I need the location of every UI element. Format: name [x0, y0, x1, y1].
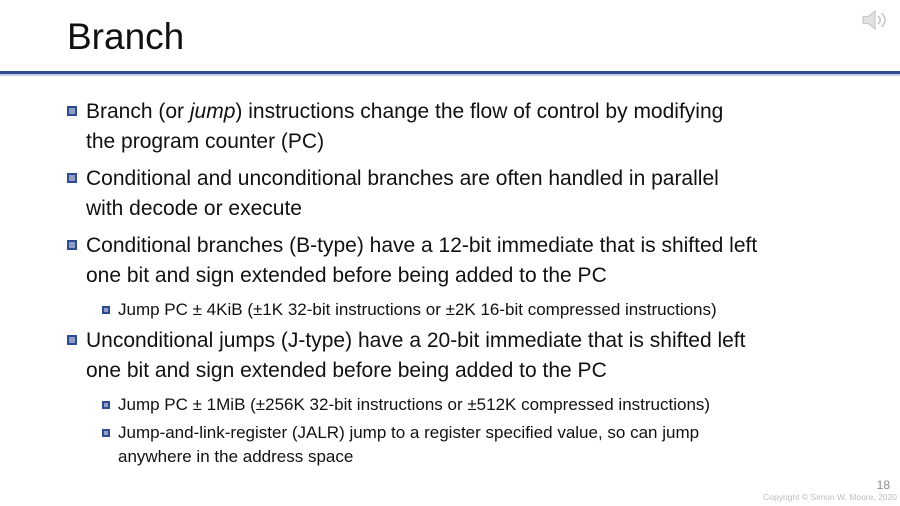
sub-bullet-item: Jump PC ± 1MiB (±256K 32-bit instruction…	[67, 393, 882, 417]
bullet-item: Conditional and unconditional branches a…	[67, 164, 882, 224]
text-line: Jump-and-link-register (JALR) jump to a …	[118, 423, 700, 442]
sub-bullet-item: Jump PC ± 4KiB (±1K 32-bit instructions …	[67, 298, 882, 322]
text-line: Conditional and unconditional branches a…	[86, 167, 719, 190]
speaker-cone	[862, 9, 876, 31]
title-divider	[0, 71, 900, 76]
copyright-notice: Copyright © Simon W. Moore, 2020	[763, 492, 897, 502]
text-line: anywhere in the address space	[118, 447, 354, 466]
sub-bullet-text: Jump PC ± 1MiB (±256K 32-bit instruction…	[118, 393, 710, 417]
bullet-square-icon	[67, 240, 77, 250]
sub-bullet-text: Jump PC ± 4KiB (±1K 32-bit instructions …	[118, 298, 717, 322]
bullet-text: Unconditional jumps (J-type) have a 20-b…	[86, 326, 745, 386]
bullet-item: Conditional branches (B-type) have a 12-…	[67, 231, 882, 291]
slide-footer: 18 Copyright © Simon W. Moore, 2020	[763, 478, 897, 503]
slide-title: Branch	[67, 16, 185, 57]
text-line: one bit and sign extended before being a…	[86, 264, 607, 287]
text-line: one bit and sign extended before being a…	[86, 359, 607, 382]
text-line: Jump PC ± 1MiB (±256K 32-bit instruction…	[118, 395, 711, 414]
text-segment: ) instructions change the flow of contro…	[235, 100, 724, 123]
speaker-wave-inner	[877, 15, 882, 25]
bullet-square-icon	[102, 429, 110, 437]
sub-bullet-item: Jump-and-link-register (JALR) jump to a …	[67, 421, 882, 469]
text-line: Unconditional jumps (J-type) have a 20-b…	[86, 329, 746, 352]
text-line: with decode or execute	[86, 197, 302, 220]
title-divider-light-line	[0, 74, 900, 76]
speaker-wave-outer	[881, 12, 886, 28]
text-segment-italic: jump	[189, 100, 236, 123]
slide-body: Branch (or jump) instructions change the…	[67, 97, 882, 473]
bullet-text: Conditional and unconditional branches a…	[86, 164, 719, 224]
title-divider-dark-line	[0, 71, 900, 74]
bullet-square-icon	[67, 335, 77, 345]
bullet-square-icon	[102, 401, 110, 409]
sub-bullet-text: Jump-and-link-register (JALR) jump to a …	[118, 421, 699, 469]
bullet-item: Unconditional jumps (J-type) have a 20-b…	[67, 326, 882, 386]
bullet-text: Branch (or jump) instructions change the…	[86, 97, 723, 157]
page-number: 18	[876, 478, 890, 492]
text-line: Jump PC ± 4KiB (±1K 32-bit instructions …	[118, 300, 717, 319]
text-segment: Branch (or	[86, 100, 190, 123]
bullet-square-icon	[67, 106, 77, 116]
text-line: Branch (or jump) instructions change the…	[86, 97, 723, 127]
speaker-icon[interactable]	[859, 7, 891, 33]
bullet-item: Branch (or jump) instructions change the…	[67, 97, 882, 157]
bullet-text: Conditional branches (B-type) have a 12-…	[86, 231, 757, 291]
bullet-square-icon	[102, 306, 110, 314]
bullet-square-icon	[67, 173, 77, 183]
text-line: the program counter (PC)	[86, 130, 325, 153]
text-line: Conditional branches (B-type) have a 12-…	[86, 234, 758, 257]
